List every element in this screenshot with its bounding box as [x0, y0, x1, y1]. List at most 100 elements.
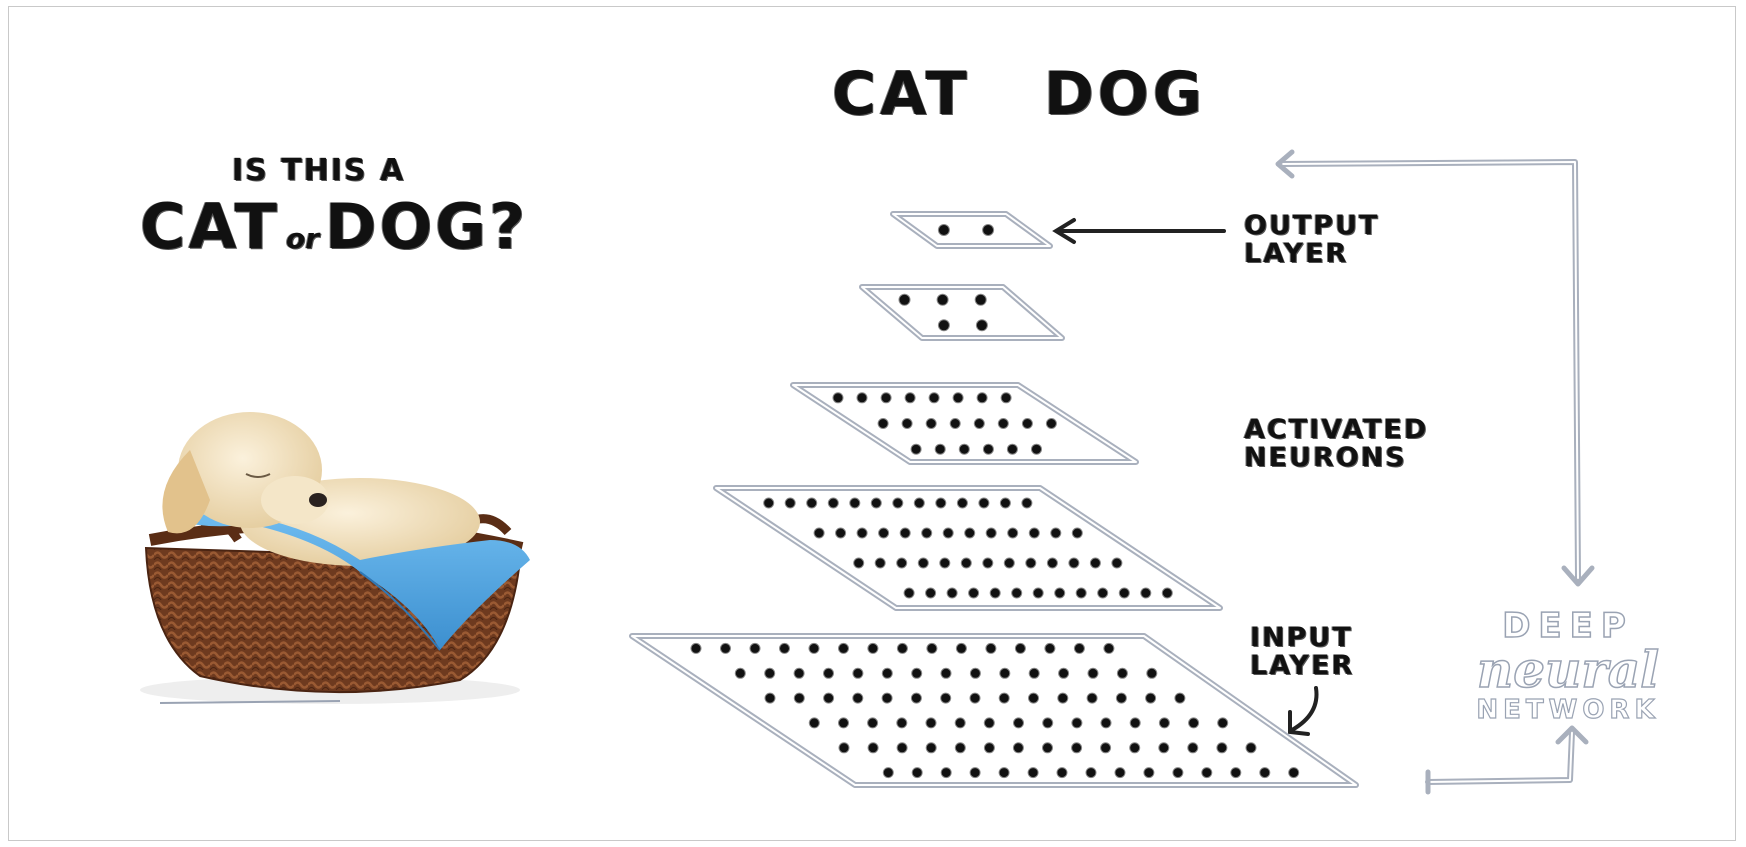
hidden-layer-1	[716, 488, 1220, 608]
neuron	[794, 668, 804, 678]
hidden-layer-2	[793, 385, 1136, 462]
neuron	[953, 393, 963, 403]
neuron	[926, 419, 936, 429]
neuron	[1000, 668, 1010, 678]
puppy-in-basket-image	[140, 412, 530, 704]
neuron	[1147, 668, 1157, 678]
neuron	[929, 393, 939, 403]
neuron	[956, 643, 966, 653]
neuron	[897, 718, 907, 728]
neuron	[938, 225, 949, 236]
neuron	[1046, 419, 1056, 429]
neuron	[986, 528, 996, 538]
neuron	[1098, 588, 1108, 598]
neuron	[1189, 718, 1199, 728]
neuron	[999, 768, 1009, 778]
neuron	[1057, 768, 1067, 778]
neuron	[836, 528, 846, 538]
neuron	[926, 588, 936, 598]
neuron	[1013, 743, 1023, 753]
neuron	[927, 643, 937, 653]
neuron	[935, 444, 945, 454]
neuron	[1217, 743, 1227, 753]
neuron	[922, 528, 932, 538]
neuron	[794, 693, 804, 703]
neuron	[735, 668, 745, 678]
neuron	[1130, 718, 1140, 728]
neuron	[1000, 498, 1010, 508]
neuron	[918, 558, 928, 568]
neuron	[950, 419, 960, 429]
neuron	[983, 225, 994, 236]
neuron	[1289, 768, 1299, 778]
neuron	[984, 718, 994, 728]
neuron	[1045, 643, 1055, 653]
neuron	[1087, 693, 1097, 703]
neuron	[965, 528, 975, 538]
neuron	[764, 498, 774, 508]
neuron	[979, 498, 989, 508]
neuron	[1012, 588, 1022, 598]
neuron	[1069, 558, 1079, 568]
neuron	[926, 718, 936, 728]
neuron	[1029, 693, 1039, 703]
neuron	[999, 693, 1009, 703]
neuron	[878, 419, 888, 429]
neuron	[868, 743, 878, 753]
neuron	[1101, 743, 1111, 753]
neuron	[1246, 743, 1256, 753]
neuron	[785, 498, 795, 508]
neuron	[897, 643, 907, 653]
neuron	[911, 693, 921, 703]
neuron	[857, 393, 867, 403]
neuron	[961, 558, 971, 568]
neuron	[1076, 588, 1086, 598]
neuron	[959, 444, 969, 454]
neuron	[900, 528, 910, 538]
neuron	[839, 743, 849, 753]
neuron	[1088, 668, 1098, 678]
neuron	[904, 588, 914, 598]
network-title-neural: neural	[1448, 640, 1688, 699]
neuron	[882, 668, 892, 678]
neuron	[1029, 528, 1039, 538]
puppy-nose	[309, 493, 327, 507]
neuron	[1033, 588, 1043, 598]
network-layers	[632, 214, 1356, 785]
neuron	[879, 528, 889, 538]
neuron	[899, 294, 910, 305]
output-layer-arrow	[1056, 220, 1224, 242]
neuron	[912, 768, 922, 778]
neuron	[975, 294, 986, 305]
neuron	[902, 419, 912, 429]
neuron	[765, 668, 775, 678]
neuron	[854, 558, 864, 568]
neuron	[937, 294, 948, 305]
neuron	[1104, 643, 1114, 653]
neuron	[1116, 693, 1126, 703]
neuron	[1162, 588, 1172, 598]
neuron	[807, 498, 817, 508]
neuron	[824, 693, 834, 703]
neuron	[977, 393, 987, 403]
neuron	[1141, 588, 1151, 598]
neuron	[1059, 668, 1069, 678]
deep-neural-network-title: DEEP neural NETWORK	[1448, 606, 1688, 725]
neuron	[998, 419, 1008, 429]
neuron	[1032, 444, 1042, 454]
neuron	[1260, 768, 1270, 778]
neuron	[1159, 718, 1169, 728]
neuron	[850, 498, 860, 508]
neuron	[1218, 718, 1228, 728]
neuron	[833, 393, 843, 403]
neuron	[984, 743, 994, 753]
neuron	[936, 498, 946, 508]
neuron	[1130, 743, 1140, 753]
neuron	[970, 693, 980, 703]
neuron	[986, 643, 996, 653]
neuron	[941, 768, 951, 778]
network-title-network: NETWORK	[1448, 695, 1688, 725]
neuron	[780, 643, 790, 653]
neuron	[839, 643, 849, 653]
input-layer-plane	[632, 636, 1356, 785]
